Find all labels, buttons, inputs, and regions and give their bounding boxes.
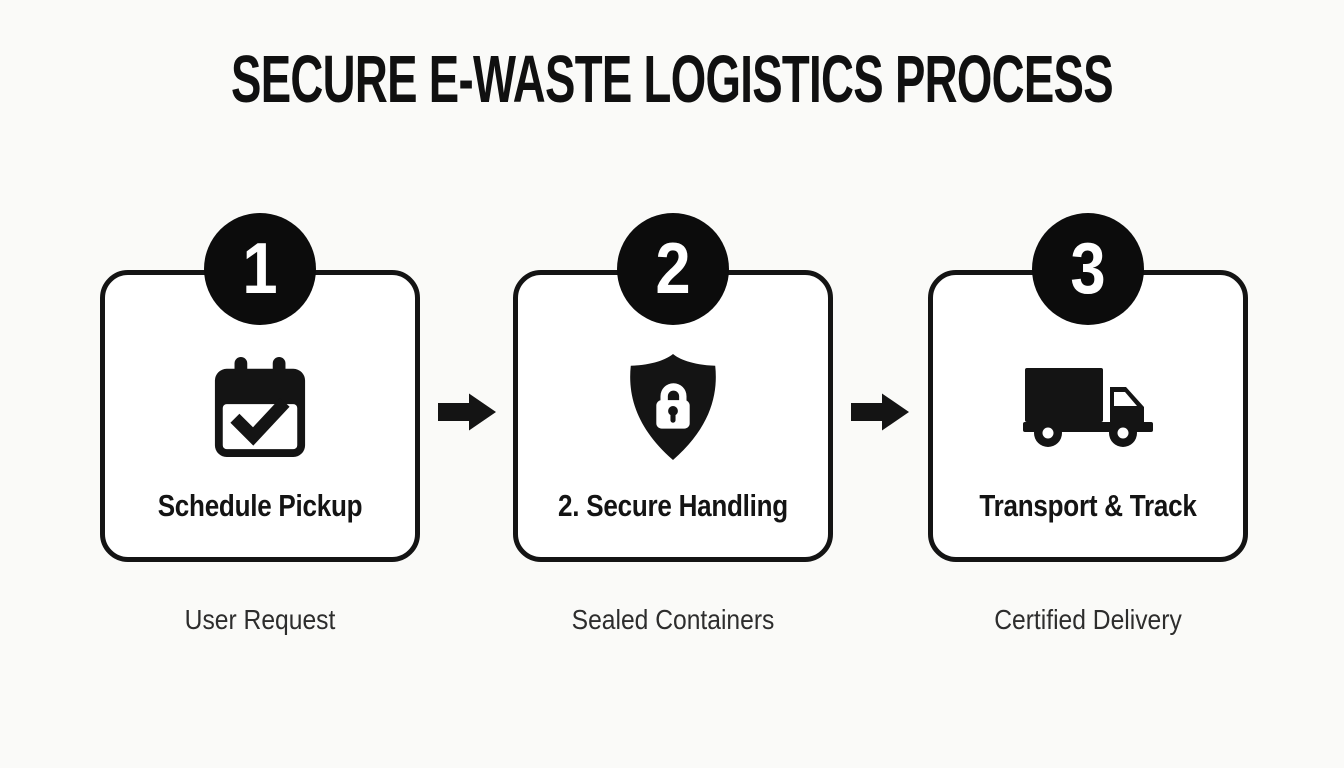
step-caption: User Request <box>184 604 336 635</box>
step-number-badge: 2 <box>617 213 729 325</box>
step-schedule-pickup: 1 Schedule Pickup User Request <box>100 213 420 635</box>
step-transport-track: 3 Transport & Track Certified Delivery <box>928 213 1248 635</box>
step-caption: Sealed Containers <box>571 604 775 635</box>
step-number: 3 <box>1070 229 1106 309</box>
step-caption: Certified Delivery <box>994 604 1182 635</box>
step-label: Transport & Track <box>979 488 1197 523</box>
step-number: 2 <box>655 229 691 309</box>
shield-lock-icon <box>513 352 833 464</box>
arrow-right-icon <box>438 392 498 432</box>
diagram-title: SECURE E-WASTE LOGISTICS PROCESS <box>231 42 1114 117</box>
step-number-badge: 3 <box>1032 213 1144 325</box>
truck-icon <box>928 352 1248 464</box>
step-label: Schedule Pickup <box>157 488 363 523</box>
arrow-right-icon <box>851 392 911 432</box>
step-number: 1 <box>242 229 278 309</box>
step-secure-handling: 2 2. Secure Handling Sealed Containers <box>513 213 833 635</box>
calendar-check-icon <box>100 352 420 464</box>
step-number-badge: 1 <box>204 213 316 325</box>
step-label: 2. Secure Handling <box>558 488 788 523</box>
